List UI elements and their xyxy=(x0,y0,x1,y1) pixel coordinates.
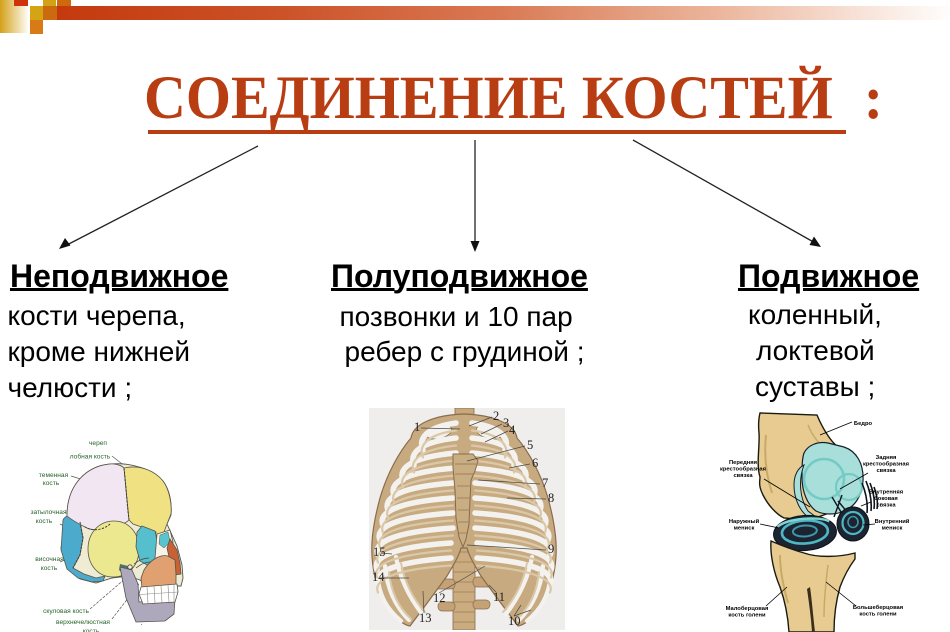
svg-text:лобная кость: лобная кость xyxy=(70,453,111,461)
svg-text:Задняя: Задняя xyxy=(876,455,897,461)
svg-text:скуловая кость: скуловая кость xyxy=(43,608,89,615)
svg-text:12: 12 xyxy=(433,591,446,605)
svg-text:связка: связка xyxy=(876,468,896,474)
svg-text:8: 8 xyxy=(548,491,554,505)
svg-text:височная: височная xyxy=(35,556,64,563)
svg-text:череп: череп xyxy=(89,440,107,447)
svg-text:Малоберцовая: Малоберцовая xyxy=(726,605,769,612)
svg-text:10: 10 xyxy=(508,614,521,628)
svg-text:2: 2 xyxy=(493,409,499,423)
svg-text:6: 6 xyxy=(532,456,538,470)
svg-text:связка: связка xyxy=(876,503,896,509)
svg-text:затылочная: затылочная xyxy=(30,509,66,516)
svg-text:9: 9 xyxy=(548,542,554,556)
svg-text:14: 14 xyxy=(372,570,385,584)
svg-text:7: 7 xyxy=(542,476,548,490)
svg-text:Бедро: Бедро xyxy=(854,421,873,427)
svg-text:11: 11 xyxy=(493,590,505,604)
svg-text:верхнечелюстная: верхнечелюстная xyxy=(56,619,110,626)
svg-text:1: 1 xyxy=(414,420,420,434)
svg-text:Передняя: Передняя xyxy=(729,460,757,466)
svg-text:Наружный: Наружный xyxy=(729,518,760,525)
svg-text:Внутренний: Внутренний xyxy=(875,518,910,525)
svg-text:кость: кость xyxy=(43,480,60,487)
svg-text:теменная: теменная xyxy=(39,472,69,479)
svg-text:3: 3 xyxy=(503,416,509,430)
svg-text:кость: кость xyxy=(36,518,53,525)
svg-text:5: 5 xyxy=(527,438,533,452)
svg-text:13: 13 xyxy=(419,611,432,625)
svg-text:Большеберцовая: Большеберцовая xyxy=(853,604,903,611)
svg-text:15: 15 xyxy=(373,545,386,559)
svg-text:крестообразная: крестообразная xyxy=(720,466,766,473)
svg-text:кость голени: кость голени xyxy=(728,613,766,619)
svg-text:Внутренняя: Внутренняя xyxy=(869,490,903,496)
svg-text:крестообразная: крестообразная xyxy=(863,461,909,468)
svg-text:кость: кость xyxy=(41,565,58,572)
svg-text:4: 4 xyxy=(509,423,516,437)
svg-text:связка: связка xyxy=(733,473,753,479)
svg-text:мениск: мениск xyxy=(734,526,755,532)
svg-text:кость: кость xyxy=(83,628,100,632)
svg-text:мениск: мениск xyxy=(882,526,903,532)
svg-text:кость голени: кость голени xyxy=(859,612,897,618)
svg-text:боковая: боковая xyxy=(874,495,898,502)
